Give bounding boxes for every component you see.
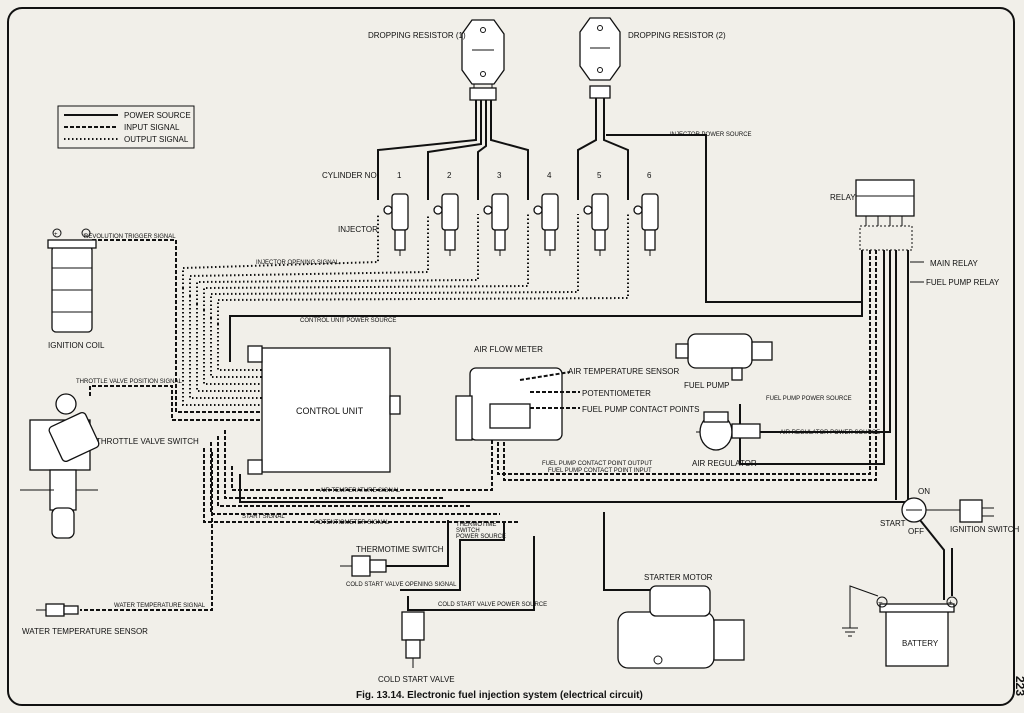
page-frame	[7, 7, 1015, 706]
fuel-pump-power-label: FUEL PUMP POWER SOURCE	[766, 396, 852, 402]
injector-5: 5	[583, 171, 609, 256]
cylinder-number-4: 4	[547, 171, 552, 180]
injector-label: INJECTOR	[338, 225, 378, 234]
air-flow-meter	[455, 367, 580, 441]
throttle-valve-switch	[20, 393, 100, 539]
injector-power-source-label: INJECTOR POWER SOURCE	[670, 132, 752, 138]
starter-motor-label: STARTER MOTOR	[644, 573, 713, 582]
coil-minus-icon: −	[83, 232, 87, 238]
ignition-switch-label: IGNITION SWITCH	[950, 525, 1020, 534]
injector-4: 4	[533, 171, 559, 256]
legend: POWER SOURCE INPUT SIGNAL OUTPUT SIGNAL	[57, 105, 195, 149]
battery-minus-icon: −	[878, 598, 883, 607]
dropping-resistor-1-label: DROPPING RESISTOR (1)	[368, 31, 466, 40]
battery-label: BATTERY	[902, 639, 939, 648]
cylinder-number-1: 1	[397, 171, 402, 180]
revolution-trigger-label: REVOLUTION TRIGGER SIGNAL	[84, 234, 176, 240]
switch-on-label: ON	[918, 487, 930, 496]
fuel-pump-label: FUEL PUMP	[684, 381, 730, 390]
figure-caption: Fig. 13.14. Electronic fuel injection sy…	[356, 690, 643, 701]
air-regulator-power-label: AIR REGULATOR POWER SOURCE	[780, 430, 880, 436]
fuel-pump-relay-label: FUEL PUMP RELAY	[926, 278, 1000, 287]
cylinder-number-3: 3	[497, 171, 502, 180]
cylinder-number-6: 6	[647, 171, 652, 180]
fuel-pump	[675, 333, 773, 381]
thermotime-switch	[340, 520, 449, 577]
control-unit	[247, 345, 401, 475]
injector-opening-signal-label: INJECTOR OPENING SIGNAL	[256, 260, 340, 266]
thermotime-power-l3: POWER SOURCE	[456, 534, 506, 540]
switch-off-label: OFF	[908, 527, 924, 536]
throttle-position-label: THROTTLE VALVE POSITION SIGNAL	[76, 379, 182, 385]
dropping-resistor-2	[579, 17, 621, 99]
air-temperature-signal-label: AIR TEMPERATURE SIGNAL	[320, 488, 401, 494]
cold-start-valve-label: COLD START VALVE	[378, 675, 455, 684]
thermotime-power-l1: THERMOTIME	[456, 522, 496, 528]
cold-start-power-label: COLD START VALVE POWER SOURCE	[438, 602, 547, 608]
water-temperature-signal-label: WATER TEMPERATURE SIGNAL	[114, 603, 206, 609]
control-unit-label: CONTROL UNIT	[296, 406, 364, 416]
control-unit-power-label: CONTROL UNIT POWER SOURCE	[300, 318, 396, 324]
injector-6: 6	[633, 171, 659, 256]
thermotime-power-l2: SWITCH	[456, 528, 480, 534]
potentiometer-signal-label: POTENTIOMETER SIGNAL	[314, 520, 390, 526]
starter-motor	[603, 512, 745, 669]
battery: − +	[842, 548, 958, 667]
water-temperature-sensor	[36, 603, 79, 617]
ignition-coil-label: IGNITION COIL	[48, 341, 105, 350]
ignition-coil: + −	[47, 228, 97, 333]
dropping-resistor-1	[461, 19, 505, 101]
cylinder-no-label: CYLINDER NO	[322, 171, 377, 180]
potentiometer-label: POTENTIOMETER	[582, 389, 651, 398]
ignition-switch[interactable]	[901, 497, 994, 600]
coil-plus-icon: +	[54, 232, 58, 238]
injector-2: 2	[433, 171, 459, 256]
injectors: 1 2 3 4 5 6	[383, 171, 659, 256]
cylinder-number-5: 5	[597, 171, 602, 180]
injector-1: 1	[383, 171, 409, 256]
fuel-pump-contact-input-label: FUEL PUMP CONTACT POINT INPUT	[548, 468, 652, 474]
cold-start-valve	[400, 522, 535, 668]
start-signal-label: START SIGNAL	[242, 514, 285, 520]
cylinder-number-2: 2	[447, 171, 452, 180]
injector-3: 3	[483, 171, 509, 256]
page-number: 223	[1013, 676, 1024, 696]
main-relay-label: MAIN RELAY	[930, 259, 979, 268]
fuel-pump-contact-points-label: FUEL PUMP CONTACT POINTS	[582, 405, 700, 414]
throttle-valve-switch-label: THROTTLE VALVE SWITCH	[96, 437, 199, 446]
air-regulator	[696, 411, 761, 451]
legend-input-signal: INPUT SIGNAL	[124, 123, 180, 132]
cold-start-opening-label: COLD START VALVE OPENING SIGNAL	[346, 582, 457, 588]
switch-start-label: START	[880, 519, 906, 528]
dropping-resistor-2-label: DROPPING RESISTOR (2)	[628, 31, 726, 40]
battery-plus-icon: +	[948, 598, 953, 607]
water-temperature-sensor-label: WATER TEMPERATURE SENSOR	[22, 627, 148, 636]
relay-label: RELAY	[830, 193, 856, 202]
fuel-pump-contact-output-label: FUEL PUMP CONTACT POINT OUTPUT	[542, 461, 653, 467]
legend-output-signal: OUTPUT SIGNAL	[124, 135, 189, 144]
legend-power-source: POWER SOURCE	[124, 111, 191, 120]
air-regulator-label: AIR REGULATOR	[692, 459, 757, 468]
air-flow-meter-label: AIR FLOW METER	[474, 345, 543, 354]
air-temperature-sensor-label: AIR TEMPERATURE SENSOR	[568, 367, 680, 376]
relay	[739, 179, 924, 500]
control-unit-harness	[80, 214, 909, 611]
thermotime-switch-label: THERMOTIME SWITCH	[356, 545, 444, 554]
